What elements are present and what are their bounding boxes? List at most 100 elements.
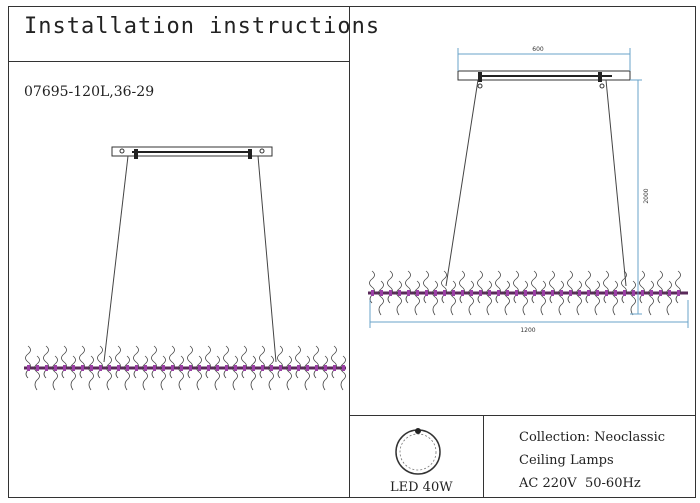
crystal-drop xyxy=(549,270,555,304)
crystal-drop xyxy=(657,270,663,304)
crystal-mount xyxy=(650,290,653,296)
crystal-drop xyxy=(576,280,582,316)
crystal-drop xyxy=(423,270,429,304)
crystal-mount xyxy=(380,290,383,296)
crystal-mount xyxy=(117,365,120,371)
crystal-mount xyxy=(54,365,57,371)
vertical-divider xyxy=(349,6,350,498)
crystal-drop xyxy=(432,280,438,316)
crystal-mount xyxy=(533,290,536,296)
crystal-mount xyxy=(144,365,147,371)
crystal-mount xyxy=(126,365,129,371)
crystal-mount xyxy=(288,365,291,371)
crystal-drop xyxy=(477,270,483,304)
crystal-drop xyxy=(106,355,112,391)
spec-voltage: AC 220V xyxy=(519,476,577,491)
crystal-drop xyxy=(387,270,393,304)
crystal-drop xyxy=(214,355,220,391)
crystal-mount xyxy=(425,290,428,296)
crystal-drop xyxy=(250,355,256,391)
led-ring-icon xyxy=(395,428,441,475)
crystal-drop xyxy=(612,280,618,316)
crystal-drop xyxy=(666,280,672,316)
crystal-drop xyxy=(232,355,238,391)
crystal-drop xyxy=(25,345,31,379)
crystal-mount xyxy=(632,290,635,296)
crystal-mount xyxy=(270,365,273,371)
crystal-mount xyxy=(243,365,246,371)
crystal-mount xyxy=(45,365,48,371)
crystal-mount xyxy=(677,290,680,296)
crystal-drop xyxy=(340,355,346,391)
crystal-mount xyxy=(342,365,345,371)
crystal-drop xyxy=(277,345,283,379)
crystal-drop xyxy=(450,280,456,316)
crystal-mount xyxy=(99,365,102,371)
suspension-cable-left xyxy=(103,155,129,363)
spec-collection: Collection: Neoclassic xyxy=(519,430,666,445)
suspension-cable-left-dim xyxy=(445,79,479,287)
crystal-drop xyxy=(513,270,519,304)
crystal-mount xyxy=(641,290,644,296)
crystal-drop xyxy=(43,345,49,379)
crystal-mount xyxy=(234,365,237,371)
crystal-drop xyxy=(540,280,546,316)
crystal-drop xyxy=(396,280,402,316)
crystal-mount xyxy=(216,365,219,371)
crystal-mount xyxy=(497,290,500,296)
crystal-mount xyxy=(306,365,309,371)
crystal-mount xyxy=(171,365,174,371)
crystal-drop xyxy=(160,355,166,391)
crystal-drop xyxy=(621,270,627,304)
crystal-mount xyxy=(461,290,464,296)
crystal-mount xyxy=(72,365,75,371)
crystal-mount xyxy=(279,365,282,371)
crystal-drop xyxy=(331,345,337,379)
crystal-drop xyxy=(369,270,375,304)
crystal-drop xyxy=(594,280,600,316)
crystal-drop xyxy=(178,355,184,391)
crystal-drop xyxy=(558,280,564,316)
crystal-mount xyxy=(578,290,581,296)
crystal-drop xyxy=(151,345,157,379)
crystal-drop xyxy=(115,345,121,379)
crystal-drop xyxy=(504,280,510,316)
crystal-mount xyxy=(470,290,473,296)
crystal-drop xyxy=(603,270,609,304)
crystal-mount xyxy=(371,290,374,296)
crystal-drop xyxy=(259,345,265,379)
spec-category: Ceiling Lamps xyxy=(519,453,614,468)
crystal-mount xyxy=(315,365,318,371)
crystal-drop xyxy=(52,355,58,391)
outer-frame xyxy=(8,6,696,498)
crystal-drop xyxy=(205,345,211,379)
crystal-drop xyxy=(486,280,492,316)
crystal-drop xyxy=(142,355,148,391)
crystal-mount xyxy=(659,290,662,296)
crystal-mount xyxy=(605,290,608,296)
crystal-mount xyxy=(135,365,138,371)
suspension-cable-right xyxy=(257,155,277,363)
led-power-label: LED 40W xyxy=(390,480,453,495)
crystal-mount xyxy=(515,290,518,296)
crystal-drop xyxy=(675,270,681,304)
crystal-mount xyxy=(407,290,410,296)
crystal-mount xyxy=(225,365,228,371)
crystal-drop xyxy=(88,355,94,391)
crystal-row-front xyxy=(25,345,346,391)
crystal-mount xyxy=(180,365,183,371)
crystal-mount xyxy=(333,365,336,371)
crystal-mount xyxy=(153,365,156,371)
crystal-drop xyxy=(79,345,85,379)
crystal-drop xyxy=(295,345,301,379)
crystal-drop xyxy=(268,355,274,391)
crystal-mount xyxy=(189,365,192,371)
crystal-mount xyxy=(452,290,455,296)
crystal-mount xyxy=(81,365,84,371)
crystal-mount xyxy=(623,290,626,296)
crystal-mount xyxy=(434,290,437,296)
crystal-drop xyxy=(531,270,537,304)
crystal-drop xyxy=(414,280,420,316)
